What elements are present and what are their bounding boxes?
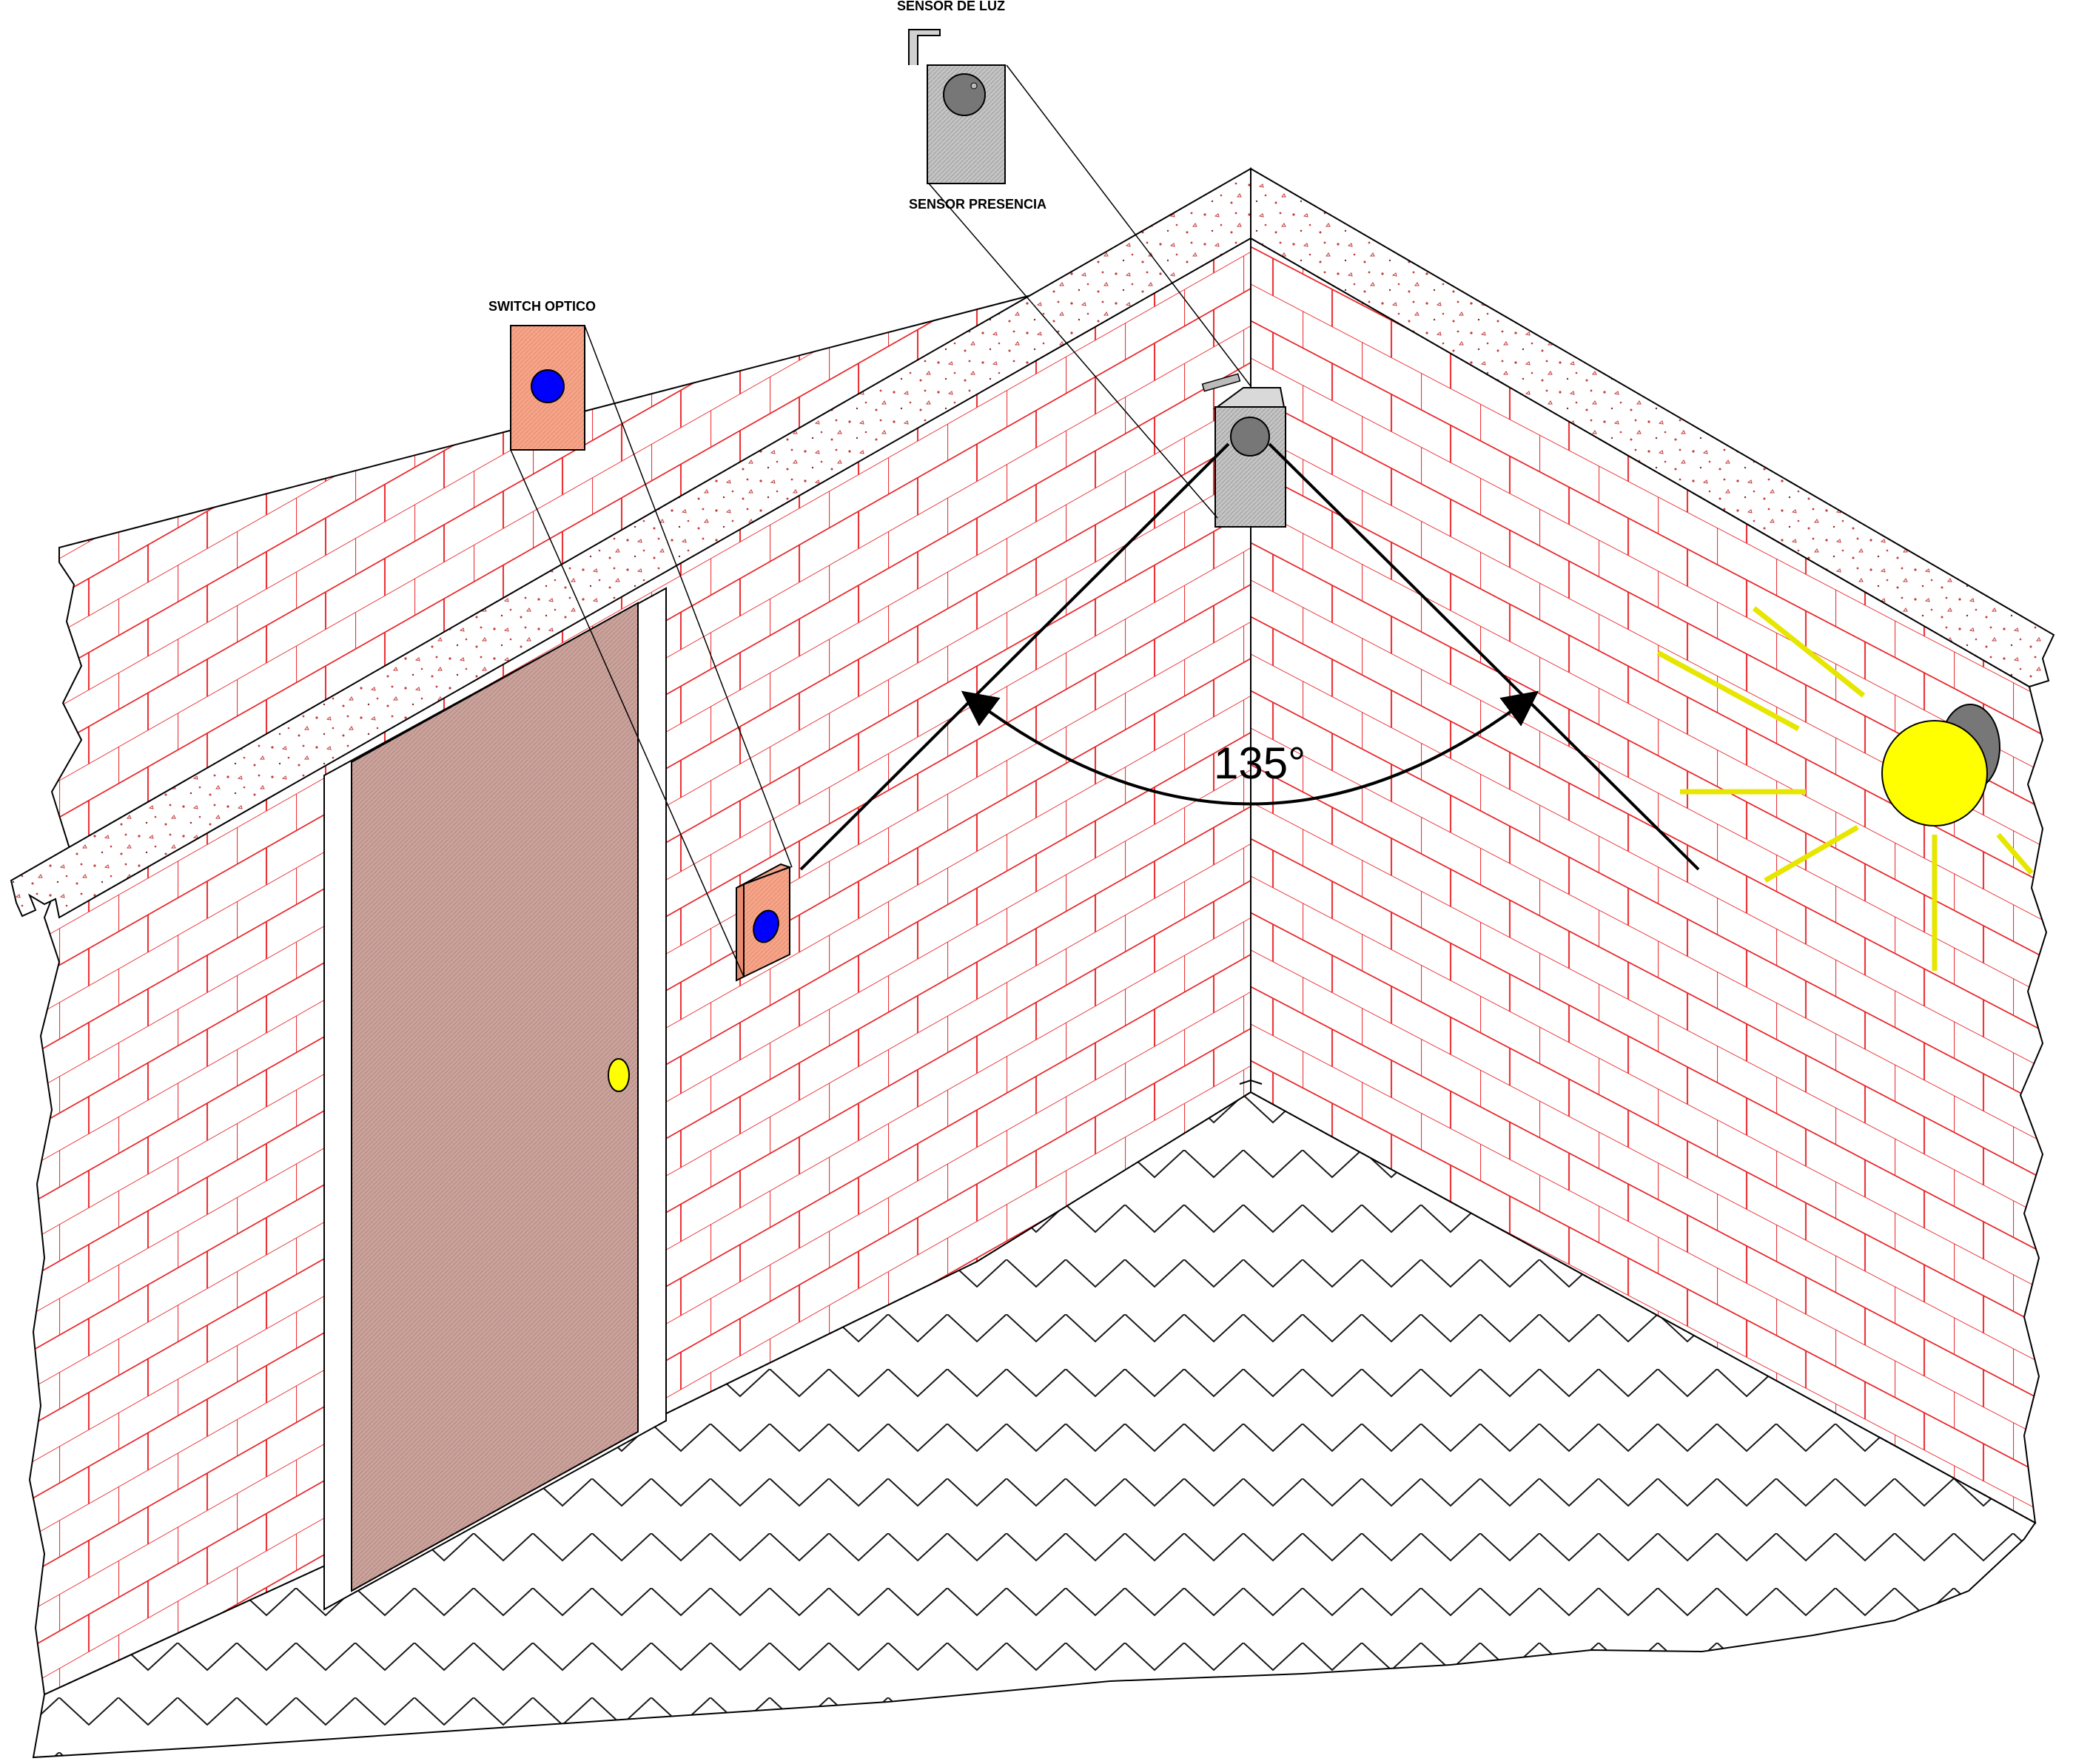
switch-button-icon[interactable] (749, 907, 782, 946)
light-ray-2 (1656, 650, 1800, 732)
sensor-callout-lens-icon (943, 73, 986, 116)
switch-side (736, 883, 745, 982)
door-panel[interactable] (351, 602, 639, 1592)
detection-zone: 135° (799, 442, 1700, 871)
sensor-callout-leader-2 (928, 183, 1218, 519)
angle-arc (961, 690, 1539, 806)
sensor-callout: SENSOR DE LUZ SENSOR PRESENCIA (897, 0, 1251, 519)
light-ray-1 (1752, 606, 1866, 698)
switch-callout: SWITCH OPTICO (488, 299, 793, 977)
sensor-luz-label: SENSOR DE LUZ (897, 0, 1005, 13)
detection-line-left (799, 442, 1230, 871)
right-wall (1250, 237, 2048, 1524)
sensor-callout-led-icon (970, 82, 978, 90)
lamp (1656, 606, 2034, 971)
light-ray-4 (1764, 824, 1859, 883)
sensor-lens-icon (1230, 417, 1270, 457)
sensor-callout-leader-1 (1006, 64, 1251, 387)
door-knob-icon[interactable] (608, 1058, 630, 1092)
switch-callout-leader-2 (584, 325, 793, 868)
floor-corner-mark (1239, 1079, 1263, 1085)
sensor-presencia-label: SENSOR PRESENCIA (909, 197, 1046, 212)
detection-line-right (1268, 442, 1700, 871)
angle-label: 135° (1214, 738, 1306, 788)
switch-optico-label: SWITCH OPTICO (488, 299, 596, 314)
sensor-antenna-icon (1201, 373, 1241, 392)
ceiling-slab-right (1250, 167, 2055, 688)
switch-callout-leader-1 (510, 449, 745, 977)
lamp-icon (1881, 720, 1988, 827)
sensor-callout-antenna (908, 29, 941, 65)
presence-sensor[interactable] (1201, 373, 1286, 528)
light-ray-6 (1996, 832, 2034, 875)
switch-callout-button-icon (531, 369, 565, 403)
